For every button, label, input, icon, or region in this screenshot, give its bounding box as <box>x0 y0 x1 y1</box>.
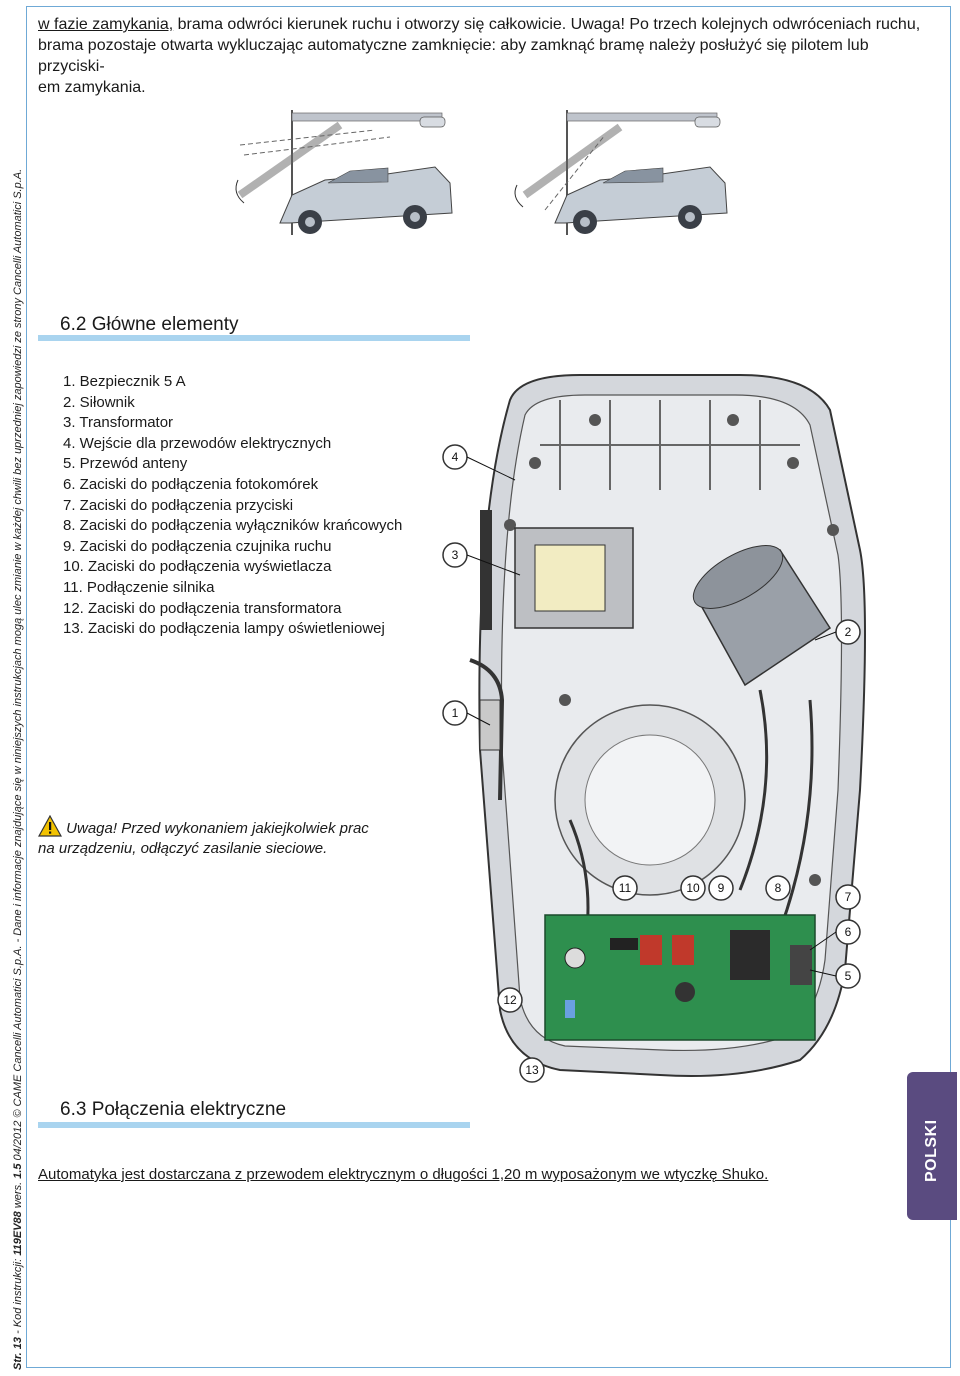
page-frame <box>26 6 951 1368</box>
callout-5: 5 <box>845 969 852 983</box>
warning-note: Uwaga! Przed wykonaniem jakiejkolwiek pr… <box>38 815 438 859</box>
callout-12: 12 <box>503 993 517 1007</box>
callout-2: 2 <box>845 625 852 639</box>
control-unit-diagram: 4 3 1 2 11 10 9 8 7 6 5 12 13 <box>442 374 866 1083</box>
list-item: 12. Zaciski do podłączenia transformator… <box>63 599 342 617</box>
list-item: 4. Wejście dla przewodów elektrycznych <box>63 434 332 452</box>
list-item: 9. Zaciski do podłączenia czujnika ruchu <box>63 537 332 555</box>
section-rule <box>38 1122 470 1128</box>
list-item: 3. Transformator <box>63 414 174 432</box>
list-item: 6. Zaciski do podłączenia fotokomórek <box>63 475 319 493</box>
language-tab: POLSKI <box>907 1072 957 1220</box>
callout-11: 11 <box>619 881 632 895</box>
garage-door-diagram-right <box>514 110 728 235</box>
intro-paragraph: w fazie zamykania, brama odwróci kierune… <box>38 16 921 96</box>
list-item: 10. Zaciski do podłączenia wyświetlacza <box>63 558 332 576</box>
callout-1: 1 <box>452 706 459 720</box>
electric-cable-note: Automatyka jest dostarczana z przewodem … <box>38 1166 769 1183</box>
list-item: 11. Podłączenie silnika <box>63 578 215 596</box>
sidebar-footer: Str. 13 - Kod instrukcji: 119EV88 wers. … <box>0 0 24 1376</box>
section-title-electrical: 6.3 Połączenia elektryczne <box>60 1099 287 1120</box>
callout-9: 9 <box>718 881 725 895</box>
list-item: 8. Zaciski do podłączenia wyłączników kr… <box>63 517 403 535</box>
callout-6: 6 <box>845 925 852 939</box>
components-list: 1. Bezpiecznik 5 A 2. Siłownik 3. Transf… <box>63 372 402 640</box>
callout-10: 10 <box>686 881 700 895</box>
intro-underlined: w fazie zamykania, <box>38 16 174 33</box>
list-item: 5. Przewód anteny <box>63 455 188 473</box>
callout-4: 4 <box>452 450 459 464</box>
footer-vertical-text: Str. 13 - Kod instrukcji: 119EV88 wers. … <box>12 168 24 1370</box>
callout-13: 13 <box>525 1063 539 1077</box>
garage-door-diagram-left <box>235 110 453 235</box>
list-item: 7. Zaciski do podłączenia przyciski <box>63 496 294 514</box>
section-rule <box>38 335 470 341</box>
list-item: 1. Bezpiecznik 5 A <box>63 373 186 390</box>
list-item: 2. Siłownik <box>63 393 135 411</box>
section-title-main-elements: 6.2 Główne elementy <box>60 314 239 335</box>
list-item: 13. Zaciski do podłączenia lampy oświetl… <box>63 620 385 638</box>
callout-3: 3 <box>452 548 459 562</box>
callout-8: 8 <box>775 881 782 895</box>
callout-7: 7 <box>845 890 852 904</box>
warning-icon <box>38 815 62 837</box>
